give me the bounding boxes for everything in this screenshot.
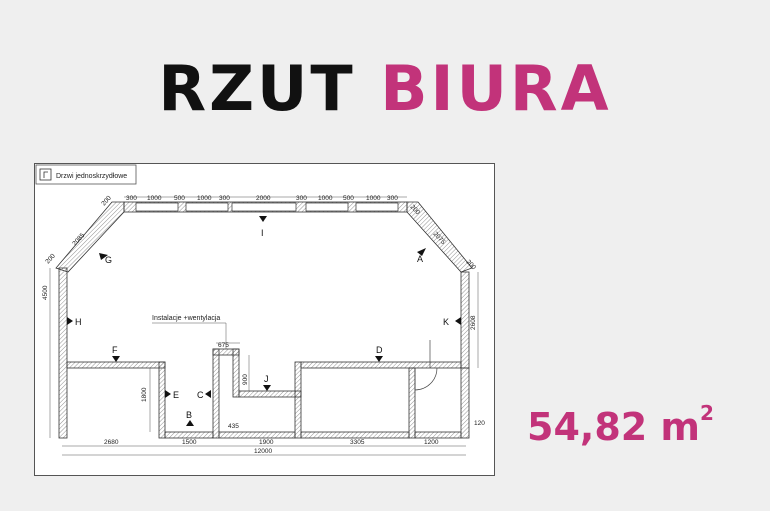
svg-text:A: A (417, 254, 423, 264)
svg-text:300: 300 (387, 195, 398, 202)
area-number: 54,82 m (527, 405, 701, 449)
svg-text:500: 500 (343, 195, 354, 202)
svg-text:435: 435 (228, 423, 239, 430)
dim-total: 12000 (254, 448, 272, 455)
windows (135, 202, 399, 212)
svg-text:2680: 2680 (104, 439, 119, 446)
page-title: RZUT BIURA (0, 58, 770, 120)
svg-text:1900: 1900 (259, 439, 274, 446)
dims-side: 4500 2608 1800 900 675 435 120 (42, 285, 485, 430)
svg-text:4500: 4500 (42, 285, 49, 300)
svg-text:H: H (75, 317, 82, 327)
dimension-lines (49, 196, 479, 456)
door-swing (414, 340, 438, 391)
area-value: 54,82 m2 (527, 401, 714, 449)
svg-text:3305: 3305 (350, 439, 365, 446)
walls (55, 201, 473, 439)
svg-text:C: C (197, 390, 204, 400)
svg-text:F: F (112, 345, 118, 355)
svg-text:1000: 1000 (318, 195, 333, 202)
dims-bottom: 2680 1500 1900 3305 1200 12000 (104, 439, 439, 455)
svg-text:500: 500 (174, 195, 185, 202)
installation-note: Instalacje +wentylacja (152, 315, 220, 322)
view-markers: A B C D E F G H I J K (67, 216, 461, 426)
svg-text:D: D (376, 345, 383, 355)
svg-text:300: 300 (126, 195, 137, 202)
title-word-2: BIURA (380, 52, 612, 125)
svg-text:1200: 1200 (424, 439, 439, 446)
dims-top: 300 1000 500 1000 300 2000 300 1000 500 … (126, 195, 398, 202)
area-unit-sup: 2 (700, 401, 714, 425)
svg-text:K: K (443, 317, 449, 327)
svg-text:2000: 2000 (256, 195, 271, 202)
svg-text:900: 900 (242, 374, 249, 385)
svg-text:G: G (105, 255, 112, 265)
svg-text:E: E (173, 390, 179, 400)
svg-text:1000: 1000 (366, 195, 381, 202)
title-word-1: RZUT (158, 52, 356, 125)
svg-text:675: 675 (218, 342, 229, 349)
svg-text:J: J (264, 374, 269, 384)
svg-text:300: 300 (219, 195, 230, 202)
legend: Drzwi jednoskrzydłowe (35, 164, 137, 185)
svg-text:1000: 1000 (197, 195, 212, 202)
svg-text:2608: 2608 (470, 315, 477, 330)
legend-text: Drzwi jednoskrzydłowe (56, 173, 127, 180)
svg-text:120: 120 (474, 420, 485, 427)
svg-text:1500: 1500 (182, 439, 197, 446)
door-icon (43, 171, 48, 178)
svg-text:200: 200 (44, 252, 57, 265)
svg-text:300: 300 (296, 195, 307, 202)
svg-text:1000: 1000 (147, 195, 162, 202)
svg-text:I: I (261, 228, 264, 238)
svg-text:1800: 1800 (141, 387, 148, 402)
svg-text:B: B (186, 410, 192, 420)
